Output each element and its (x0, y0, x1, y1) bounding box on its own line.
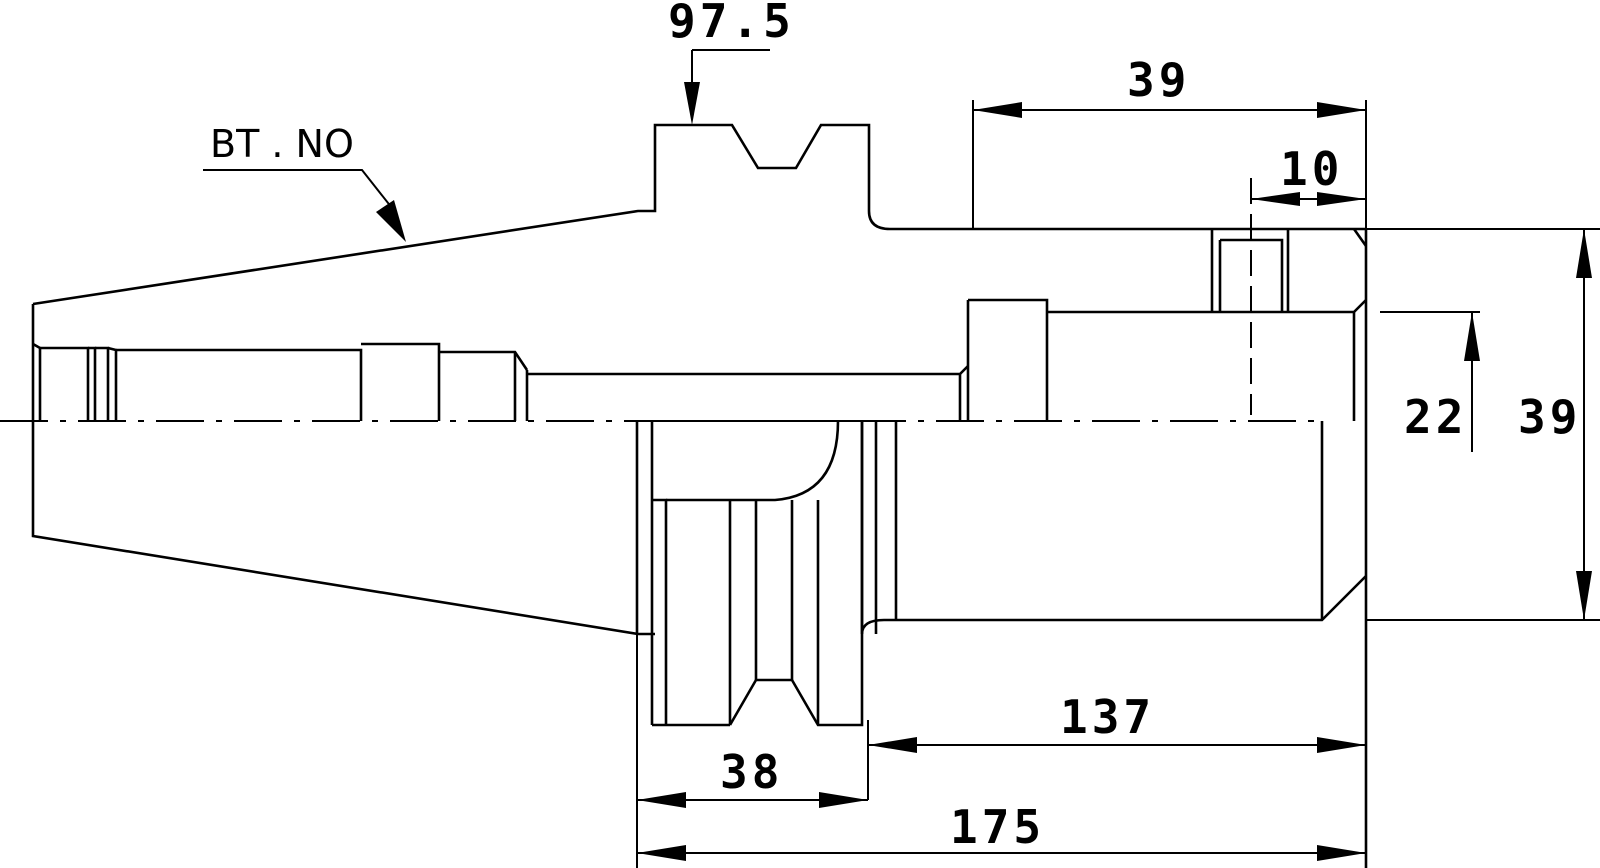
dim-175-label: 175 (950, 800, 1045, 854)
dim-22-label: 22 (1404, 390, 1467, 444)
flange-section (631, 420, 1367, 727)
bt-no-leader (203, 169, 406, 242)
dim-97-5-label: 97.5 (668, 0, 795, 48)
taper-shank (31, 123, 1366, 636)
dim-10-label: 10 (1280, 142, 1343, 196)
dim-39-right-label: 39 (1518, 390, 1581, 444)
bt-no-label: BT . NO (210, 122, 354, 166)
nose-body (966, 178, 1368, 868)
pull-stud-section (32, 342, 969, 421)
dimension-lines (637, 49, 1592, 861)
dim-38-label: 38 (720, 745, 783, 799)
extension-lines (636, 100, 1600, 868)
dim-39-top-label: 39 (1127, 53, 1190, 107)
dim-137-label: 137 (1060, 690, 1155, 744)
